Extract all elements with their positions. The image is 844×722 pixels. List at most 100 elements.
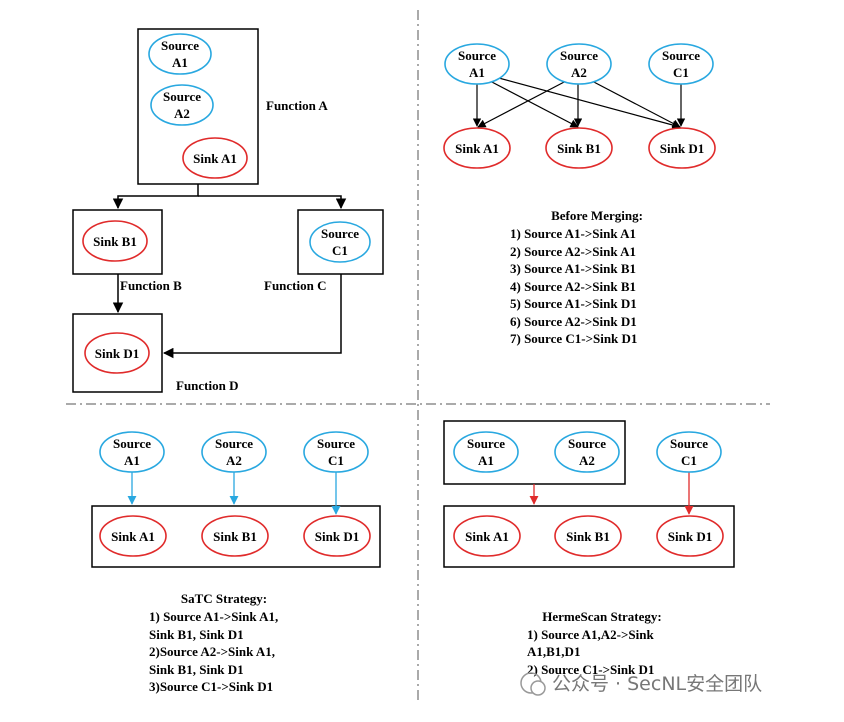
sink-d1-node: Sink D1: [303, 515, 371, 557]
call-edge-a-to-c: [198, 195, 347, 210]
watermark: 公众号 · SecNL安全团队: [520, 672, 762, 696]
source-a1-line1: Source: [113, 436, 151, 451]
sink-d1-node: Sink D1: [648, 127, 716, 169]
source-a2-node: Source A2: [554, 431, 620, 473]
sink-d1-node: Sink D1: [84, 332, 150, 374]
source-c1-node: Source C1: [648, 43, 714, 85]
source-a2-line1: Source: [560, 48, 598, 63]
before-merging-line-6: 6) Source A2->Sink D1: [510, 314, 637, 329]
satc-strategy-line-4: Sink B1, Sink D1: [149, 662, 244, 677]
call-edge-c-to-d: [162, 274, 342, 359]
wechat-logo-icon-inner: [530, 680, 546, 696]
source-c1-line1: Source: [321, 226, 359, 241]
sink-b1-node: Sink B1: [554, 515, 622, 557]
source-a1-line1: Source: [458, 48, 496, 63]
sink-d1-label: Sink D1: [660, 141, 704, 156]
source-c1-node: Source C1: [656, 431, 722, 473]
source-a2-node: Source A2: [546, 43, 612, 85]
sink-b1-label: Sink B1: [557, 141, 601, 156]
source-a1-line2: A1: [124, 453, 140, 468]
source-a2-line1: Source: [215, 436, 253, 451]
source-c1-line2: C1: [332, 243, 348, 258]
source-a1-node: Source A1: [99, 431, 165, 473]
sink-a1-node: Sink A1: [99, 515, 167, 557]
source-a1-line1: Source: [467, 436, 505, 451]
source-a2-line2: A2: [174, 106, 190, 121]
sink-a1-label: Sink A1: [111, 529, 155, 544]
sink-a1-label: Sink A1: [193, 151, 237, 166]
source-a1-line2: A1: [478, 453, 494, 468]
sink-a1-node: Sink A1: [182, 137, 248, 179]
source-a1-node: Source A1: [444, 43, 510, 85]
hermescan-strategy-title: HermeScan Strategy:: [542, 609, 662, 624]
source-a2-line2: A2: [226, 453, 242, 468]
source-a2-line1: Source: [163, 89, 201, 104]
before-merging-line-4: 4) Source A2->Sink B1: [510, 279, 636, 294]
function-d-box: [72, 313, 163, 393]
flow-edge-a1-to-sink-d1: [494, 76, 681, 130]
source-c1-line2: C1: [673, 65, 689, 80]
function-b-label: Function B: [120, 278, 182, 293]
before-merging-line-5: 5) Source A1->Sink D1: [510, 296, 637, 311]
function-a-label: Function A: [266, 98, 328, 113]
before-merging-line-7: 7) Source C1->Sink D1: [510, 331, 637, 346]
before-merging-line-1: 1) Source A1->Sink A1: [510, 226, 636, 241]
source-c1-line2: C1: [328, 453, 344, 468]
source-a2-line2: A2: [571, 65, 587, 80]
hermescan-strategy-line-3: 2) Source C1->Sink D1: [527, 662, 654, 677]
source-c1-line2: C1: [681, 453, 697, 468]
watermark-text: 公众号 · SecNL安全团队: [552, 673, 762, 695]
sink-d1-label: Sink D1: [95, 346, 139, 361]
sink-b1-label: Sink B1: [93, 234, 137, 249]
hermescan-sink-group-box: [443, 505, 735, 568]
source-a1-line1: Source: [161, 38, 199, 53]
before-merging-line-3: 3) Source A1->Sink B1: [510, 261, 636, 276]
source-a1-node: Source A1: [148, 33, 212, 75]
sink-a1-label: Sink A1: [465, 529, 509, 544]
source-a2-line2: A2: [579, 453, 595, 468]
source-a2-node: Source A2: [201, 431, 267, 473]
satc-strategy-line-2: Sink B1, Sink D1: [149, 627, 244, 642]
satc-strategy-line-3: 2)Source A2->Sink A1,: [149, 644, 275, 659]
source-c1-line1: Source: [670, 436, 708, 451]
source-a1-node: Source A1: [453, 431, 519, 473]
source-c1-node: Source C1: [309, 221, 371, 263]
flow-edge-a2-to-sink-a1: [477, 79, 569, 128]
sink-b1-label: Sink B1: [566, 529, 610, 544]
flow-edge-a2-to-sink-d1: [589, 79, 681, 128]
satc-strategy-title: SaTC Strategy:: [181, 591, 267, 606]
quadrant-call-graph: Source A1 Source A2 Sink A1 Sink B1 Sour…: [72, 28, 384, 393]
source-c1-line1: Source: [662, 48, 700, 63]
function-d-label: Function D: [176, 378, 238, 393]
satc-strategy-line-5: 3)Source C1->Sink D1: [149, 679, 273, 694]
sink-a1-node: Sink A1: [443, 127, 511, 169]
sink-d1-label: Sink D1: [668, 529, 712, 544]
source-a2-line1: Source: [568, 436, 606, 451]
sink-a1-node: Sink A1: [453, 515, 521, 557]
sink-b1-node: Sink B1: [82, 220, 148, 262]
source-c1-node: Source C1: [303, 431, 369, 473]
sink-b1-node: Sink B1: [201, 515, 269, 557]
sink-b1-label: Sink B1: [213, 529, 257, 544]
hermescan-strategy-line-1: 1) Source A1,A2->Sink: [527, 627, 654, 642]
satc-sink-group-box: [91, 505, 381, 568]
source-a1-line2: A1: [172, 55, 188, 70]
sink-b1-node: Sink B1: [545, 127, 613, 169]
sink-d1-label: Sink D1: [315, 529, 359, 544]
sink-d1-node: Sink D1: [656, 515, 724, 557]
quadrant-satc-strategy: Source A1 Source A2 Source C1 Sink A1 Si…: [91, 431, 381, 694]
function-c-label: Function C: [264, 278, 326, 293]
flow-edge-a1-to-sink-b1: [487, 79, 579, 128]
source-c1-line1: Source: [317, 436, 355, 451]
call-edge-a-to-b: [112, 184, 199, 210]
source-a2-node: Source A2: [150, 84, 214, 126]
hermescan-strategy-line-2: A1,B1,D1: [527, 644, 580, 659]
before-merging-line-2: 2) Source A2->Sink A1: [510, 244, 636, 259]
quadrant-before-merging: Source A1 Source A2 Source C1 Sink A1 Si…: [443, 43, 716, 346]
before-merging-title: Before Merging:: [551, 208, 643, 223]
source-a1-line2: A1: [469, 65, 485, 80]
quadrant-hermescan-strategy: Source A1 Source A2 Source C1 Sink A1 Si…: [443, 420, 735, 677]
sink-a1-label: Sink A1: [455, 141, 499, 156]
